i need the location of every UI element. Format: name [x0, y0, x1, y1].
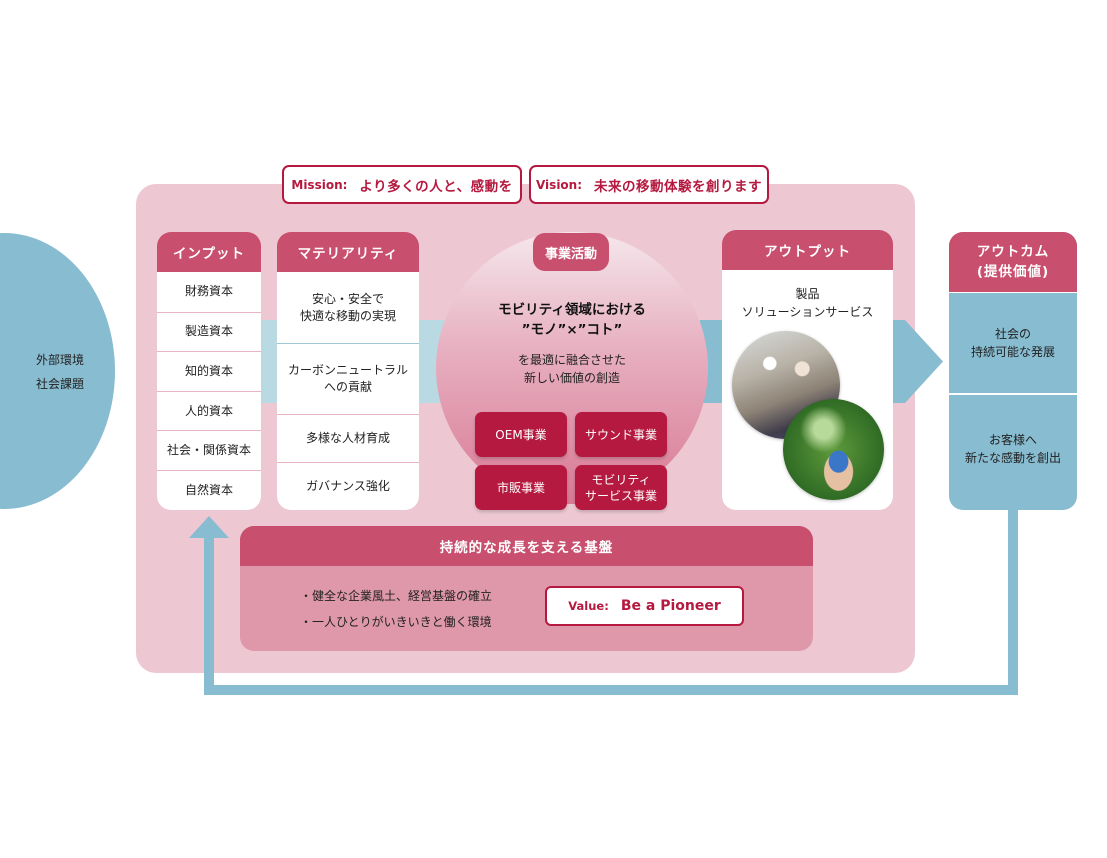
outcome-line: 新たな感動を創出 [964, 450, 1061, 465]
business-subline: を最適に融合させた 新しい価値の創造 [456, 351, 688, 387]
outcome-item: お客様へ 新たな感動を創出 [949, 393, 1077, 502]
headline-line: モビリティ領域における [498, 302, 646, 318]
output-line: 製品 [795, 287, 820, 301]
feedback-arrow-up-icon [189, 516, 229, 538]
materiality-line: への貢献 [323, 380, 372, 394]
segment-oem: OEM事業 [475, 412, 567, 457]
feedback-line-bottom [204, 685, 1018, 695]
materiality-item: 多様な人材育成 [277, 414, 419, 462]
external-line: 社会課題 [36, 377, 85, 391]
flow-arrow-icon [893, 320, 943, 403]
input-item: 財務資本 [184, 284, 233, 299]
outcome-line: お客様へ [988, 432, 1037, 447]
vision-text: 未来の移動体験を創ります [594, 178, 763, 195]
output-line: ソリューションサービス [741, 305, 874, 319]
external-environment-label: 外部環境 社会課題 [36, 348, 106, 396]
foundation-bullet: ・一人ひとりがいきいきと働く環境 [300, 615, 492, 629]
feedback-line-down [1008, 509, 1018, 695]
materiality-card: マテリアリティ 安心・安全で 快適な移動の実現 カーボンニュートラル への貢献 … [277, 232, 419, 510]
outcome-title: アウトカム (提供価値) [949, 232, 1077, 292]
materiality-line: 快適な移動の実現 [299, 308, 396, 323]
segment-line: サービス事業 [584, 488, 657, 503]
subline-line: 新しい価値の創造 [523, 371, 620, 385]
business-headline: モビリティ領域における ”モノ”×”コト” [456, 300, 688, 340]
value-box: Value: Be a Pioneer [545, 586, 744, 626]
feedback-line-up [204, 536, 214, 695]
input-item: 自然資本 [157, 469, 261, 510]
input-item: 製造資本 [157, 311, 261, 352]
output-title: アウトプット [722, 230, 893, 270]
value-label: Value: [568, 599, 609, 613]
foundation-box: 持続的な成長を支える基盤 [240, 526, 813, 651]
materiality-item: カーボンニュートラル への貢献 [277, 343, 419, 414]
business-activity-title: 事業活動 [533, 233, 609, 271]
input-title: インプット [157, 232, 261, 272]
materiality-title: マテリアリティ [277, 232, 419, 272]
input-item: 人的資本 [157, 390, 261, 431]
segment-line: モビリティ [591, 472, 651, 487]
mission-label: Mission: [291, 177, 348, 192]
subline-line: を最適に融合させた [517, 353, 626, 367]
business-activity-circle [436, 232, 708, 504]
external-line: 外部環境 [36, 353, 85, 367]
foundation-bullets: ・健全な企業風土、経営基盤の確立 ・一人ひとりがいきいきと働く環境 [300, 583, 492, 635]
mission-box: Mission: より多くの人と、感動を [282, 165, 522, 204]
materiality-line: カーボンニュートラル [287, 363, 408, 377]
foundation-bullet: ・健全な企業風土、経営基盤の確立 [300, 589, 493, 603]
photo-toy-car-on-hand [783, 399, 884, 500]
foundation-title: 持続的な成長を支える基盤 [240, 526, 813, 566]
input-item: 社会・関係資本 [157, 430, 261, 470]
segment-sound: サウンド事業 [575, 412, 667, 457]
headline-line: ”モノ”×”コト” [521, 322, 623, 338]
segment-aftermarket: 市販事業 [475, 465, 567, 510]
mission-text: より多くの人と、感動を [359, 178, 513, 195]
outcome-card: アウトカム (提供価値) 社会の 持続可能な発展 お客様へ 新たな感動を創出 [949, 232, 1077, 510]
value-text: Be a Pioneer [620, 598, 721, 614]
outcome-line: 持続可能な発展 [970, 345, 1055, 359]
materiality-item: ガバナンス強化 [277, 462, 419, 510]
outcome-item: 社会の 持続可能な発展 [949, 292, 1077, 393]
vision-box: Vision: 未来の移動体験を創ります [529, 165, 769, 204]
outcome-title-line: アウトカム [976, 244, 1050, 260]
segment-mobility-service: モビリティ サービス事業 [575, 465, 667, 510]
input-card: インプット 財務資本 製造資本 知的資本 人的資本 社会・関係資本 自然資本 [157, 232, 261, 510]
output-description: 製品 ソリューションサービス [722, 285, 893, 321]
outcome-line: 社会の [994, 327, 1031, 341]
input-item: 知的資本 [157, 351, 261, 391]
vision-label: Vision: [535, 177, 583, 192]
materiality-line: 安心・安全で [311, 291, 384, 306]
outcome-title-line: (提供価値) [976, 264, 1050, 280]
materiality-item: 安心・安全で 快適な移動の実現 [277, 272, 419, 343]
